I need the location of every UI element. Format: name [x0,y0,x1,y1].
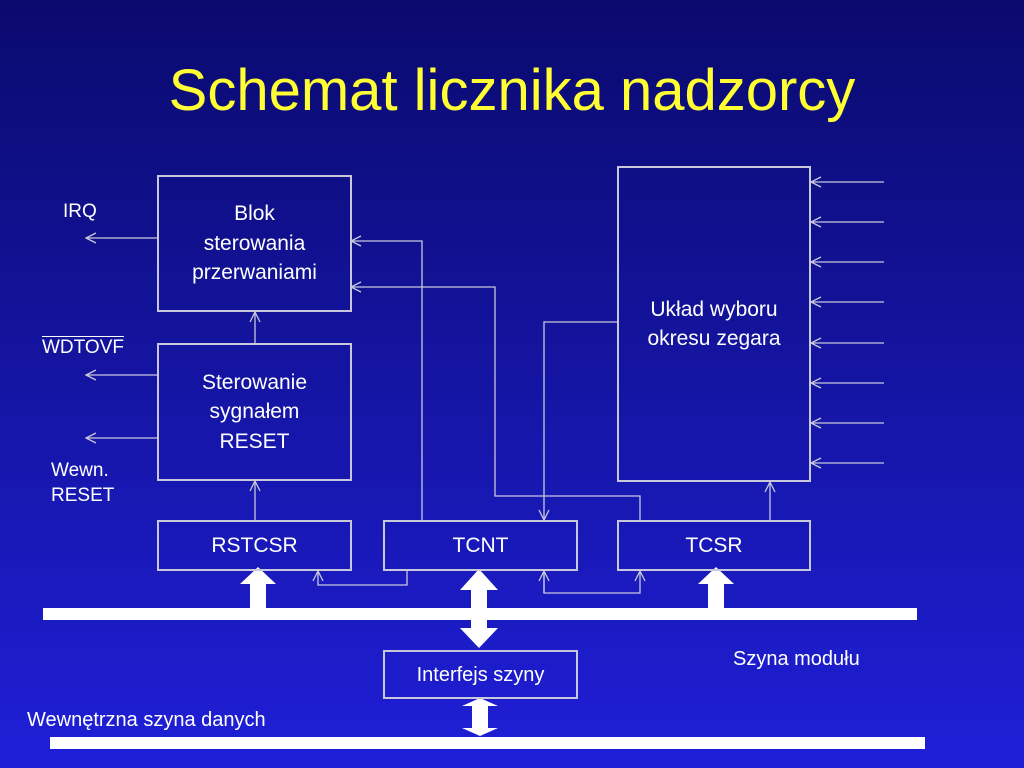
rstcsr-label: RSTCSR [211,533,298,557]
tcnt-register: TCNT [383,520,578,571]
tcnt-label: TCNT [452,533,509,557]
wdtovf-label: WDTOVF [42,337,124,358]
tcnt-to-rstcsr-line [318,570,408,586]
bus-interface-label: Interfejs szyny [416,663,545,686]
rstcsr-register: RSTCSR [157,520,352,571]
page-title: Schemat licznika nadzorcy [168,58,856,123]
tcsr-label: TCSR [685,533,743,557]
module-bus-label: Szyna modułu [733,648,860,670]
clock-select-block: Układ wyboru okresu zegara [617,166,811,482]
tcnt-to-tcsr-line [543,571,640,594]
internal-reset-label: Wewn. RESET [51,460,115,506]
tcnt-bus-double-arrow [460,569,498,648]
internal-data-bus-label: Wewnętrzna szyna danych [27,709,266,731]
internal-data-bus [50,737,925,749]
reset-control-block: Sterowanie sygnałem RESET [157,343,352,481]
tcsr-to-interrupt-line [351,287,641,520]
tcsr-register: TCSR [617,520,811,571]
irq-label: IRQ [63,201,97,222]
reset-control-label: Sterowanie sygnałem RESET [201,370,308,453]
interface-bus-double-arrow [462,698,498,736]
interrupt-control-block: Blok sterowania przerwaniami [157,175,352,312]
tcnt-to-interrupt-line [351,241,423,520]
rstcsr-bus-arrow [240,567,276,608]
clock-select-label: Układ wyboru okresu zegara [647,297,781,350]
clock-to-tcnt-line [544,321,617,520]
bus-interface-block: Interfejs szyny [383,650,578,699]
tcsr-bus-arrow [698,567,734,608]
interrupt-control-label: Blok sterowania przerwaniami [192,202,317,285]
